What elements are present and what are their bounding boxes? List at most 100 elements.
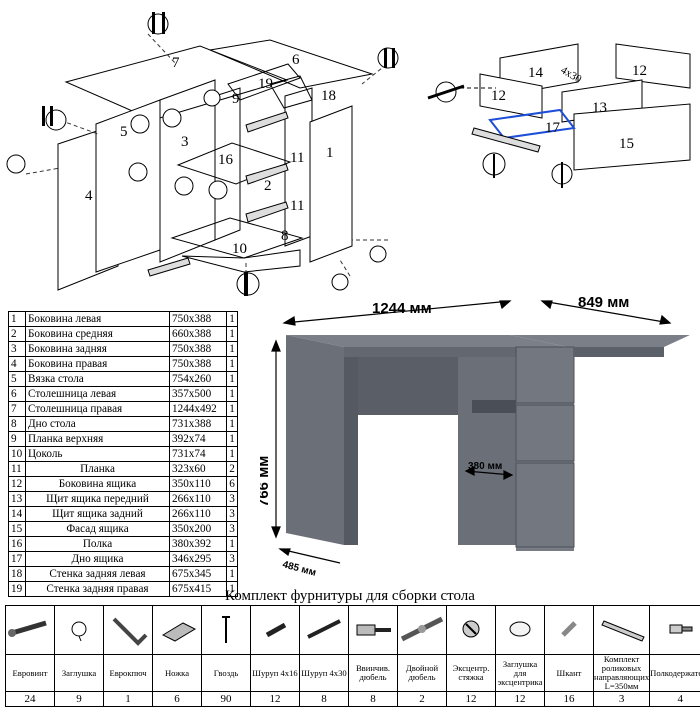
part-size-cell: 346x295 xyxy=(169,551,227,567)
hardware-qty: 12 xyxy=(495,691,545,707)
part-1-side xyxy=(309,105,353,263)
hardware-icon-cell xyxy=(250,605,300,655)
part-size-cell: 323x60 xyxy=(169,461,227,477)
part-n-cell: 17 xyxy=(8,551,26,567)
screw-short-icon xyxy=(265,622,287,638)
hardware-name: Заглушка xyxy=(54,654,104,692)
hardware-name: Двойной дюбель xyxy=(397,654,447,692)
hardware-qty: 2 xyxy=(397,691,447,707)
part-size-cell: 660x388 xyxy=(169,326,227,342)
part-name-cell: Щит ящика передний xyxy=(25,491,170,507)
label-6: 6 xyxy=(292,52,300,68)
hardware-qty: 1 xyxy=(103,691,153,707)
part-name-cell: Боковина задняя xyxy=(25,341,170,357)
hardware-qty: 3 xyxy=(592,691,651,707)
label-16: 16 xyxy=(218,152,234,168)
label-5: 5 xyxy=(120,124,128,140)
part-name-cell: Полка xyxy=(25,536,170,552)
hardware-qty: 12 xyxy=(250,691,300,707)
part-size-cell: 357x500 xyxy=(169,386,227,402)
hardware-qty: 16 xyxy=(544,691,594,707)
hardware-name: Шуруп 4x16 xyxy=(250,654,300,692)
label-18: 18 xyxy=(321,88,336,104)
hardware-qty: 8 xyxy=(348,691,398,707)
drawer-side-12b xyxy=(615,43,691,89)
part-name-cell: Щит ящика задний xyxy=(25,506,170,522)
part-qty-cell: 2 xyxy=(226,461,238,477)
label-2: 2 xyxy=(264,178,272,194)
hardware-name: Евровинт xyxy=(5,654,55,692)
part-n-cell: 16 xyxy=(8,536,26,552)
label-3: 3 xyxy=(181,134,189,150)
hardware-name: Гвоздь xyxy=(201,654,251,692)
hardware-icon-cell xyxy=(201,605,251,655)
part-name-cell: Боковина левая xyxy=(25,311,170,327)
part-qty-cell: 1 xyxy=(226,311,238,327)
part-qty-cell: 1 xyxy=(226,386,238,402)
hardware-icon-cell xyxy=(544,605,594,655)
part-size-cell: 266x110 xyxy=(169,491,227,507)
part-8-bottom xyxy=(170,217,304,259)
part-qty-cell: 1 xyxy=(226,356,238,372)
dim-shelf: 380 мм xyxy=(468,461,502,472)
label-17: 17 xyxy=(545,120,561,136)
dim-height: 766 мм xyxy=(260,456,272,507)
part-name-cell: Боковина ящика xyxy=(25,476,170,492)
part-qty-cell: 1 xyxy=(226,401,238,417)
part-name-cell: Цоколь xyxy=(25,446,170,462)
hardware-title: Комплект фурнитуры для сборки стола xyxy=(225,588,475,604)
part-n-cell: 12 xyxy=(8,476,26,492)
hardware-qty: 6 xyxy=(152,691,202,707)
hex-key-icon xyxy=(112,617,148,646)
part-name-cell: Столешница левая xyxy=(25,386,170,402)
part-qty-cell: 1 xyxy=(226,371,238,387)
shelf-pin-icon xyxy=(669,624,693,634)
part-qty-cell: 3 xyxy=(226,506,238,522)
part-n-cell: 2 xyxy=(8,326,26,342)
hardware-name: Эксцентр. стяжка xyxy=(446,654,496,692)
label-13: 13 xyxy=(592,100,607,116)
hardware-qty: 9 xyxy=(54,691,104,707)
label-8: 8 xyxy=(281,228,289,244)
label-11b: 11 xyxy=(290,198,304,214)
hardware-icon-cell xyxy=(54,605,104,655)
part-n-cell: 15 xyxy=(8,521,26,537)
part-name-cell: Столешница правая xyxy=(25,401,170,417)
screw-long-icon xyxy=(307,619,341,639)
part-size-cell: 380x392 xyxy=(169,536,227,552)
label-11a: 11 xyxy=(290,150,304,166)
part-n-cell: 18 xyxy=(8,566,26,582)
part-name-cell: Планка верхняя xyxy=(25,431,170,447)
part-n-cell: 10 xyxy=(8,446,26,462)
cam-cap-icon xyxy=(509,621,531,637)
nail-icon xyxy=(222,616,230,643)
part-size-cell: 750x388 xyxy=(169,341,227,357)
dowel-screw-icon xyxy=(356,624,391,636)
part-qty-cell: 3 xyxy=(226,551,238,567)
dim-width: 1244 мм xyxy=(372,300,432,317)
part-size-cell: 675x415 xyxy=(169,581,227,597)
euroscrew-icon xyxy=(8,620,47,637)
hardware-name: Комплект роликовых направляющих L=350мм xyxy=(592,654,651,692)
part-name-cell: Дно ящика xyxy=(25,551,170,567)
part-n-cell: 13 xyxy=(8,491,26,507)
hardware-name: Ввинчив. дюбель xyxy=(348,654,398,692)
part-size-cell: 266x110 xyxy=(169,506,227,522)
drawer-side-12a xyxy=(479,73,543,119)
hardware-icon-cell xyxy=(495,605,545,655)
part-name-cell: Планка xyxy=(25,461,170,477)
hardware-name: Полкодержатель xyxy=(649,654,700,692)
